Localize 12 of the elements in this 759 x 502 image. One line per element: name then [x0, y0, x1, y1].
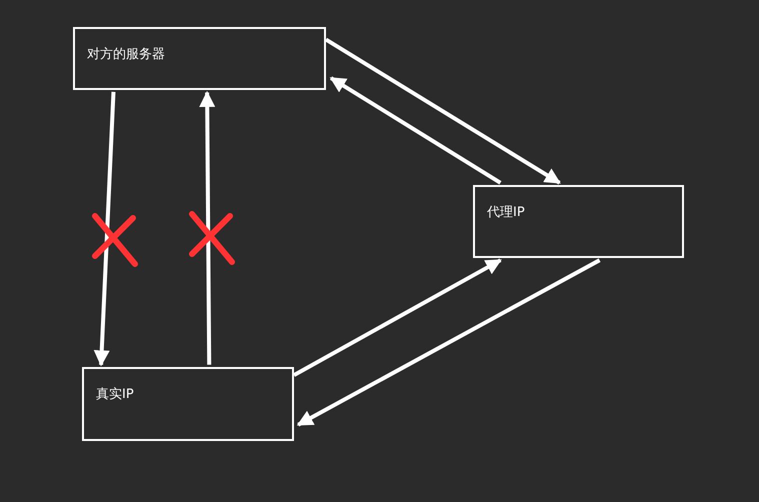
process-box: [473, 185, 684, 258]
arrow: [293, 258, 502, 377]
arrow: [199, 90, 216, 365]
node-label: 对方的服务器: [87, 46, 165, 63]
arrow: [94, 92, 116, 366]
arrow: [330, 76, 502, 185]
arrow: [296, 258, 601, 426]
node-label: 真实IP: [96, 386, 134, 403]
process-box: [73, 27, 326, 90]
process-box: [82, 367, 294, 441]
arrow: [324, 38, 561, 185]
node-label: 代理IP: [487, 204, 525, 221]
